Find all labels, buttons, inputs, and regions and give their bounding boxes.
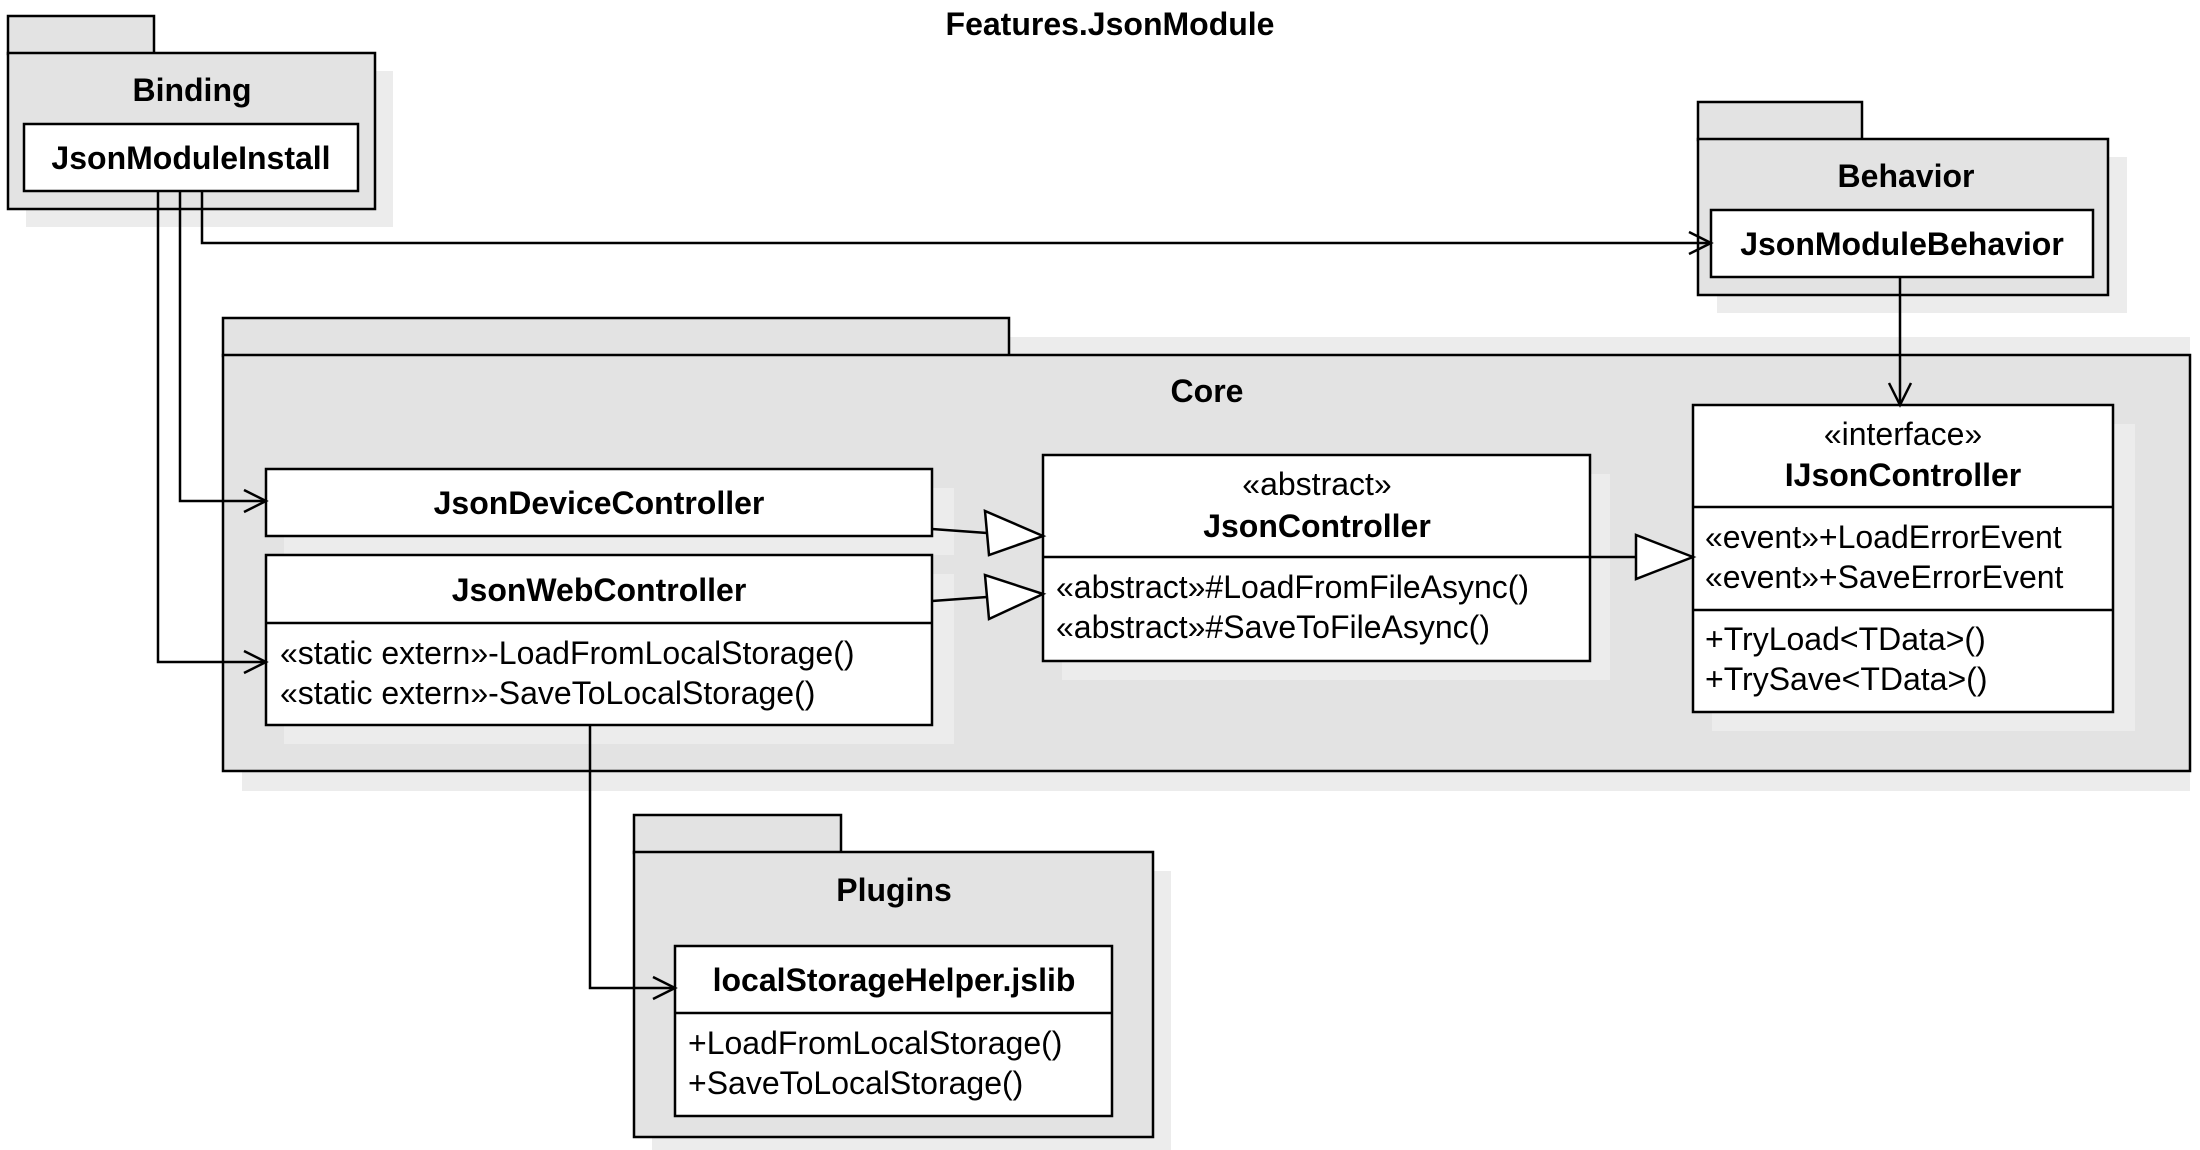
class-name-json-controller: JsonController bbox=[1203, 508, 1431, 544]
member-plugin-save-to-local-storage: +SaveToLocalStorage() bbox=[688, 1065, 1023, 1101]
attribute-load-error-event: «event»+LoadErrorEvent bbox=[1705, 519, 2062, 555]
member-save-to-file-async: «abstract»#SaveToFileAsync() bbox=[1056, 609, 1490, 645]
edge-json-controller-realization bbox=[1590, 533, 1697, 581]
operation-try-save: +TrySave<TData>() bbox=[1705, 661, 1987, 697]
package-behavior[interactable]: Behavior bbox=[1696, 100, 2127, 313]
edge-web-controller-to-local-storage-helper bbox=[588, 725, 678, 1001]
operation-try-load: +TryLoad<TData>() bbox=[1705, 621, 1986, 657]
class-name-ijson-controller: IJsonController bbox=[1785, 457, 2021, 493]
class-json-device-controller[interactable]: JsonDeviceController bbox=[264, 467, 954, 555]
member-plugin-load-from-local-storage: +LoadFromLocalStorage() bbox=[688, 1025, 1062, 1061]
member-load-from-local-storage: «static extern»-LoadFromLocalStorage() bbox=[280, 635, 855, 671]
member-save-to-local-storage: «static extern»-SaveToLocalStorage() bbox=[280, 675, 815, 711]
stereotype-interface: «interface» bbox=[1824, 416, 1982, 452]
class-name-json-device-controller: JsonDeviceController bbox=[434, 485, 765, 521]
package-name-plugins: Plugins bbox=[836, 872, 952, 908]
attribute-save-error-event: «event»+SaveErrorEvent bbox=[1705, 559, 2064, 595]
class-local-storage-helper[interactable]: localStorageHelper.jslib +LoadFromLocalS… bbox=[673, 944, 1114, 1118]
stereotype-abstract: «abstract» bbox=[1242, 466, 1391, 502]
edge-install-to-web-controller bbox=[156, 191, 269, 675]
edge-web-controller-generalization bbox=[931, 573, 1047, 621]
class-json-controller[interactable]: «abstract» JsonController «abstract»#Loa… bbox=[1041, 453, 1610, 680]
edge-install-to-device-controller bbox=[178, 191, 269, 514]
class-name-local-storage-helper: localStorageHelper.jslib bbox=[713, 962, 1076, 998]
package-name-behavior: Behavior bbox=[1838, 158, 1975, 194]
package-name-binding: Binding bbox=[132, 72, 251, 108]
package-name-core: Core bbox=[1171, 373, 1244, 409]
class-ijson-controller[interactable]: «interface» IJsonController «event»+Load… bbox=[1691, 403, 2135, 731]
class-json-module-behavior[interactable]: JsonModuleBehavior bbox=[1709, 208, 2095, 279]
class-json-web-controller[interactable]: JsonWebController «static extern»-LoadFr… bbox=[264, 553, 954, 744]
class-json-module-install[interactable]: JsonModuleInstall bbox=[22, 122, 360, 193]
package-binding[interactable]: Binding bbox=[6, 14, 393, 227]
diagram-title: Features.JsonModule bbox=[946, 6, 1275, 42]
edge-behavior-to-ijson-controller bbox=[1887, 277, 1913, 408]
edge-install-to-behavior bbox=[200, 191, 1714, 256]
member-load-from-file-async: «abstract»#LoadFromFileAsync() bbox=[1056, 569, 1529, 605]
class-name-json-module-behavior: JsonModuleBehavior bbox=[1740, 226, 2064, 262]
class-name-json-module-install: JsonModuleInstall bbox=[51, 140, 330, 176]
class-name-json-web-controller: JsonWebController bbox=[452, 572, 747, 608]
edge-device-controller-generalization bbox=[931, 509, 1047, 557]
